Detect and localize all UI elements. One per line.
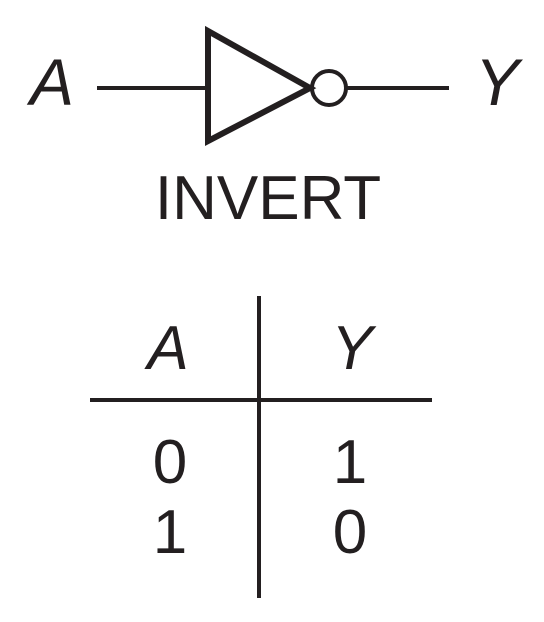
table-cell-row1-output: 1 [333,428,367,497]
table-cell-row1-input: 0 [153,428,187,497]
table-cell-row2-output: 0 [333,498,367,567]
table-header-output: Y [331,314,377,383]
gate-input-label: A [26,45,74,119]
truth-table: A Y 0 1 1 0 [90,296,432,598]
inversion-bubble [310,69,348,107]
gate-name: INVERT [155,164,381,233]
gate-symbol: A Y INVERT [26,25,523,233]
gate-output-label: Y [475,45,523,119]
not-gate-icon [205,25,317,146]
table-header-input: A [143,314,188,383]
table-cell-row2-input: 1 [153,498,187,567]
